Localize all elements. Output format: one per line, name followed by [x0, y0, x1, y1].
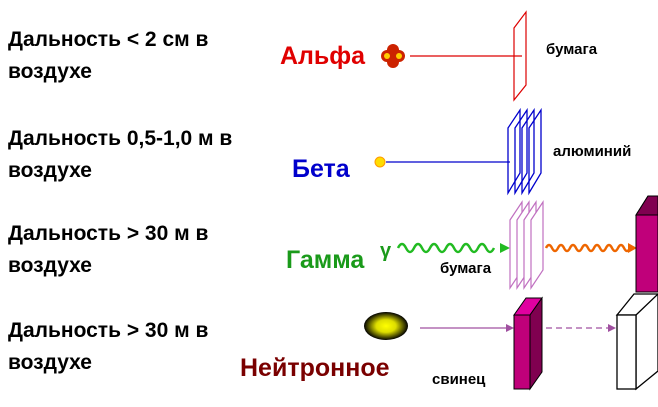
range-alpha: Дальность < 2 см в воздухе [8, 28, 209, 83]
barrier-label-aluminium: алюминий [553, 143, 632, 160]
neutron-after-arrowhead [608, 324, 616, 332]
gamma-wave [396, 242, 496, 254]
alpha-particle-icon [381, 44, 405, 68]
gamma-arrowhead [500, 243, 510, 253]
paper-sheets-gamma [509, 200, 544, 290]
barrier-label-lead: свинец [432, 371, 486, 388]
range-beta: Дальность 0,5-1,0 м в воздухе [8, 127, 233, 182]
radiation-neutron-label: Нейтронное [240, 354, 390, 382]
radiation-alpha-label: Альфа [280, 42, 366, 70]
paper-sheet-alpha [513, 10, 527, 102]
concrete-block [615, 293, 658, 391]
gamma-after-arrowhead [628, 243, 637, 253]
radiation-beta-label: Бета [292, 155, 350, 183]
neutron-particle-icon [364, 312, 408, 340]
radiation-gamma-label: Гамма [286, 246, 365, 274]
neutron-arrowhead [506, 324, 514, 332]
barrier-label-paper-alpha: бумага [546, 41, 598, 58]
beta-particle-icon [374, 156, 386, 168]
barrier-label-paper-gamma: бумага [440, 260, 492, 277]
lead-block-gamma [635, 195, 658, 293]
gamma-wave-after [544, 243, 632, 253]
lead-block-neutron [513, 296, 543, 391]
aluminium-sheets [507, 107, 542, 196]
range-neutron: Дальность > 30 м в воздухе [8, 319, 209, 374]
gamma-symbol: γ [380, 240, 392, 262]
range-gamma: Дальность > 30 м в воздухе [8, 222, 209, 277]
